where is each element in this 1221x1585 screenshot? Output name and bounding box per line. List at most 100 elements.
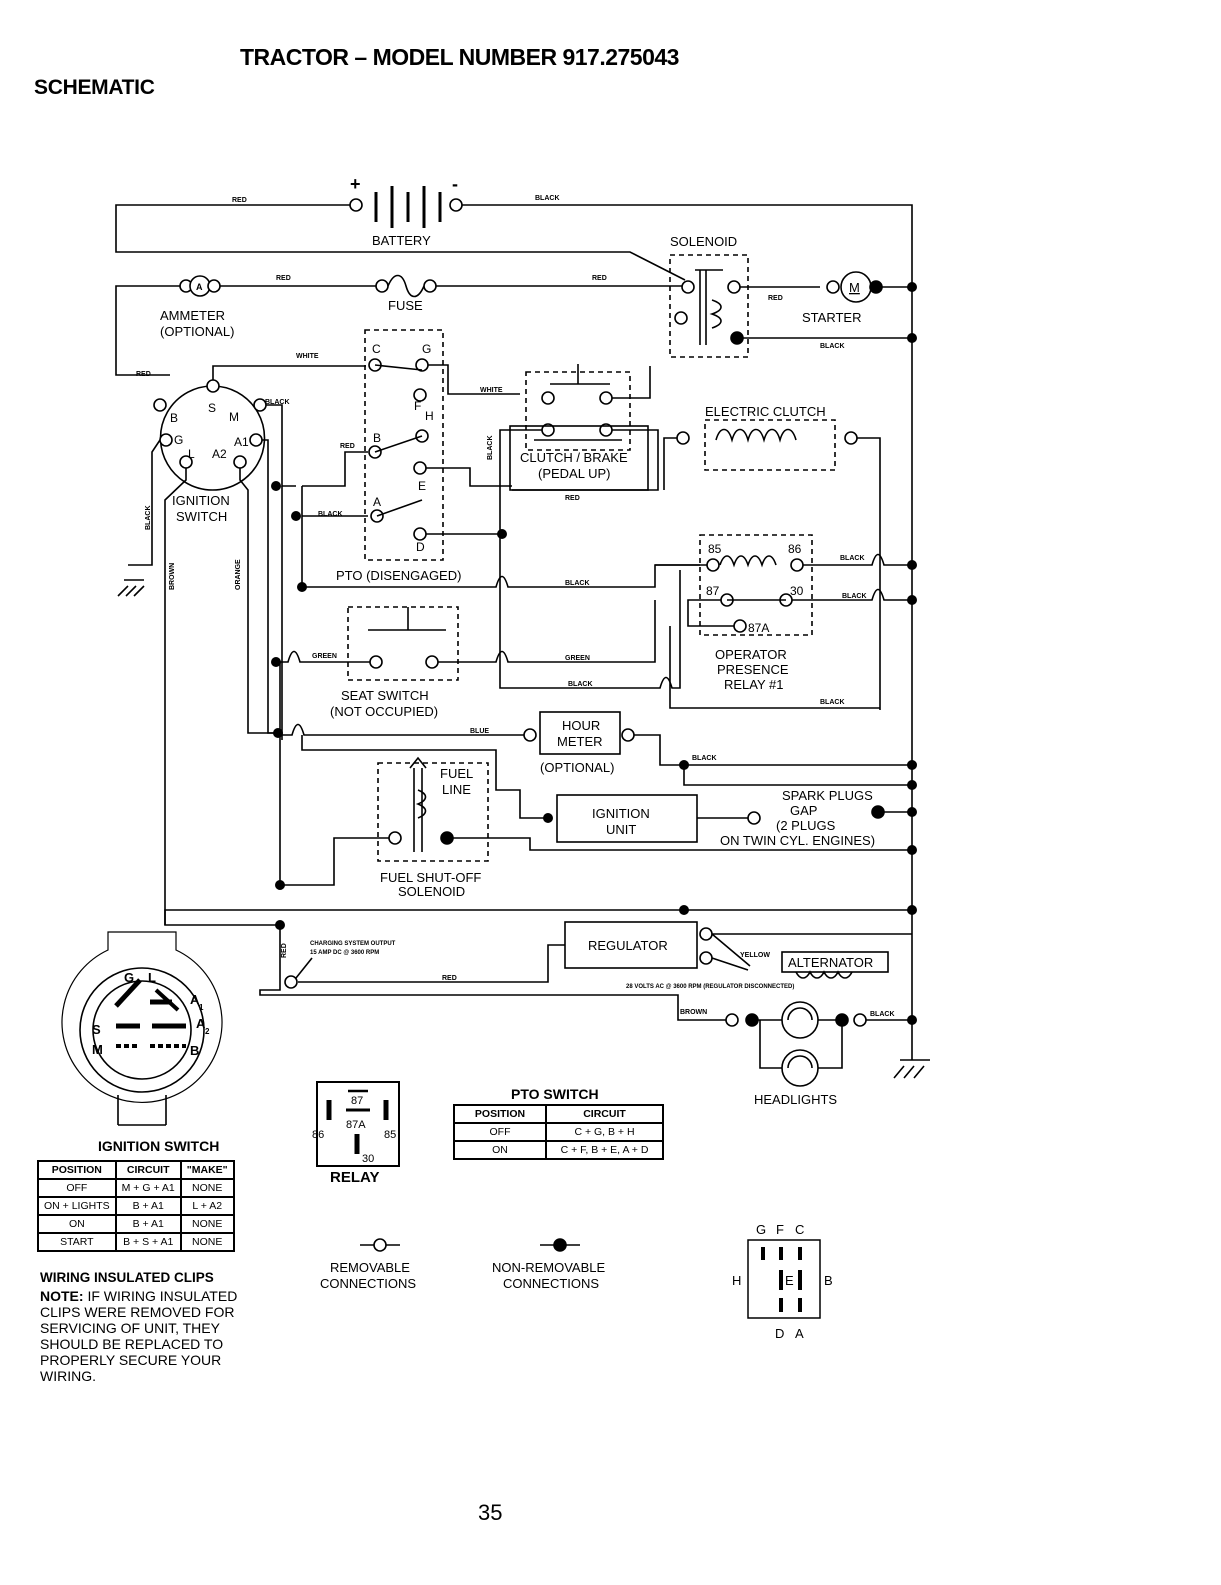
spark-plugs: SPARK PLUGS GAP (2 PLUGS ON TWIN CYL. EN… (720, 788, 885, 848)
svg-text:BLUE: BLUE (470, 728, 489, 735)
svg-text:BLACK: BLACK (842, 593, 867, 600)
svg-text:A2: A2 (212, 447, 227, 461)
svg-text:F: F (776, 1222, 784, 1237)
spark-plugs-label: SPARK PLUGS (782, 788, 873, 803)
svg-text:GREEN: GREEN (312, 653, 337, 660)
fuel-line-label: FUEL (440, 766, 473, 781)
alternator-output: 28 VOLTS AC @ 3600 RPM (REGULATOR DISCON… (626, 984, 794, 990)
svg-text:WHITE: WHITE (480, 387, 503, 394)
svg-text:E: E (785, 1273, 794, 1288)
svg-text:RED: RED (592, 275, 607, 282)
ammeter-optional: (OPTIONAL) (160, 324, 234, 339)
starter-label: STARTER (802, 310, 861, 325)
splice-points (271, 282, 917, 1025)
ignition-switch-label: IGNITION (172, 493, 230, 508)
svg-text:BROWN: BROWN (169, 563, 176, 590)
svg-text:S: S (92, 1022, 101, 1037)
hour-meter-label: HOUR (562, 718, 600, 733)
ignition-unit: IGNITION UNIT (556, 794, 698, 843)
svg-text:RED: RED (340, 443, 355, 450)
svg-text:H: H (425, 409, 434, 423)
alternator-label: ALTERNATOR (788, 955, 873, 970)
svg-text:SOLENOID: SOLENOID (398, 884, 465, 899)
svg-text:A1: A1 (234, 435, 249, 449)
headlights-label: HEADLIGHTS (754, 1092, 837, 1107)
regulator-label: REGULATOR (588, 938, 668, 953)
svg-text:1: 1 (199, 1003, 204, 1012)
legend-removable: REMOVABLE (330, 1260, 410, 1275)
svg-text:BROWN: BROWN (680, 1009, 707, 1016)
svg-text:87A: 87A (748, 621, 769, 635)
svg-text:M: M (92, 1042, 103, 1057)
svg-text:ON TWIN CYL. ENGINES): ON TWIN CYL. ENGINES) (720, 833, 875, 848)
battery-minus: - (452, 174, 458, 194)
battery-label: BATTERY (372, 233, 431, 248)
svg-text:BLACK: BLACK (145, 506, 152, 531)
svg-text:RED: RED (565, 495, 580, 502)
svg-text:YELLOW: YELLOW (740, 952, 770, 959)
table-row: ON C + F, B + E, A + D (453, 1140, 664, 1160)
svg-text:85: 85 (384, 1129, 396, 1141)
svg-text:BLACK: BLACK (840, 555, 865, 562)
svg-text:S: S (208, 401, 216, 415)
svg-text:F: F (414, 399, 421, 413)
fuse-label: FUSE (388, 298, 423, 313)
svg-text:BLACK: BLACK (265, 399, 290, 406)
operator-presence-relay: 85 86 87 30 87A OPERATOR PRESENCE RELAY … (699, 534, 813, 692)
svg-text:BLACK: BLACK (487, 436, 494, 461)
hour-meter-optional: (OPTIONAL) (540, 760, 614, 775)
svg-text:SWITCH: SWITCH (176, 509, 227, 524)
svg-text:G: G (756, 1222, 766, 1237)
relay-box-title: RELAY (330, 1169, 379, 1186)
regulator: REGULATOR (564, 921, 713, 969)
charging-output: CHARGING SYSTEM OUTPUT (310, 941, 396, 947)
alternator: ALTERNATOR (781, 951, 889, 979)
svg-text:B: B (373, 431, 381, 445)
ignition-table-title: IGNITION SWITCH (98, 1138, 220, 1154)
page-title: TRACTOR – MODEL NUMBER 917.275043 (240, 44, 679, 70)
svg-text:ORANGE: ORANGE (235, 559, 242, 590)
svg-text:(NOT OCCUPIED): (NOT OCCUPIED) (330, 704, 438, 719)
ignition-switch-face: G L A 1 A 2 S M B (61, 931, 223, 1126)
svg-text:RED: RED (136, 371, 151, 378)
pto-disengaged-label: PTO (DISENGAGED) (336, 568, 461, 583)
svg-text:(2 PLUGS: (2 PLUGS (776, 818, 836, 833)
svg-text:C: C (372, 342, 381, 356)
svg-text:RED: RED (276, 275, 291, 282)
fuel-shutoff-solenoid: FUEL LINE FUEL SHUT-OFF SOLENOID (377, 756, 489, 899)
note-block: NOTE: IF WIRING INSULATED CLIPS WERE REM… (40, 1288, 238, 1384)
svg-text:E: E (418, 479, 426, 493)
svg-text:RED: RED (281, 943, 288, 958)
svg-text:L: L (188, 447, 195, 461)
fuel-solenoid-label: FUEL SHUT-OFF (380, 870, 481, 885)
ignition-switch: S M B G A1 L A2 IGNITION SWITCH (153, 379, 267, 524)
svg-text:A: A (190, 992, 200, 1007)
svg-text:B: B (824, 1273, 833, 1288)
svg-text:85: 85 (708, 542, 722, 556)
section-label: SCHEMATIC (34, 76, 155, 99)
svg-text:A: A (373, 495, 381, 509)
legend: REMOVABLE CONNECTIONS NON-REMOVABLE CONN… (320, 1238, 605, 1291)
svg-text:B: B (170, 411, 178, 425)
solenoid-label: SOLENOID (670, 234, 737, 249)
svg-text:30: 30 (790, 584, 804, 598)
headlights: HEADLIGHTS (725, 1001, 867, 1107)
starter-motor: M STARTER (802, 271, 883, 325)
svg-text:86: 86 (788, 542, 802, 556)
svg-text:(PEDAL UP): (PEDAL UP) (538, 466, 610, 481)
relay-pinout: 87 87A 86 85 30 RELAY (312, 1081, 400, 1186)
hour-meter: HOUR METER (OPTIONAL) (523, 711, 635, 775)
electric-clutch: ELECTRIC CLUTCH (676, 404, 858, 471)
svg-text:A: A (795, 1326, 804, 1341)
pto-table: POSITION CIRCUIT OFF C + G, B + H ON C +… (453, 1104, 664, 1160)
electric-clutch-label: ELECTRIC CLUTCH (705, 404, 826, 419)
clutch-brake-label: CLUTCH / BRAKE (520, 450, 628, 465)
svg-text:BLACK: BLACK (318, 511, 343, 518)
svg-text:METER: METER (557, 734, 603, 749)
battery: + - BATTERY (349, 174, 463, 248)
pto-table-title: PTO SWITCH (511, 1086, 599, 1102)
relay-label: OPERATOR (715, 647, 787, 662)
svg-text:RED: RED (768, 295, 783, 302)
svg-text:BLACK: BLACK (692, 755, 717, 762)
